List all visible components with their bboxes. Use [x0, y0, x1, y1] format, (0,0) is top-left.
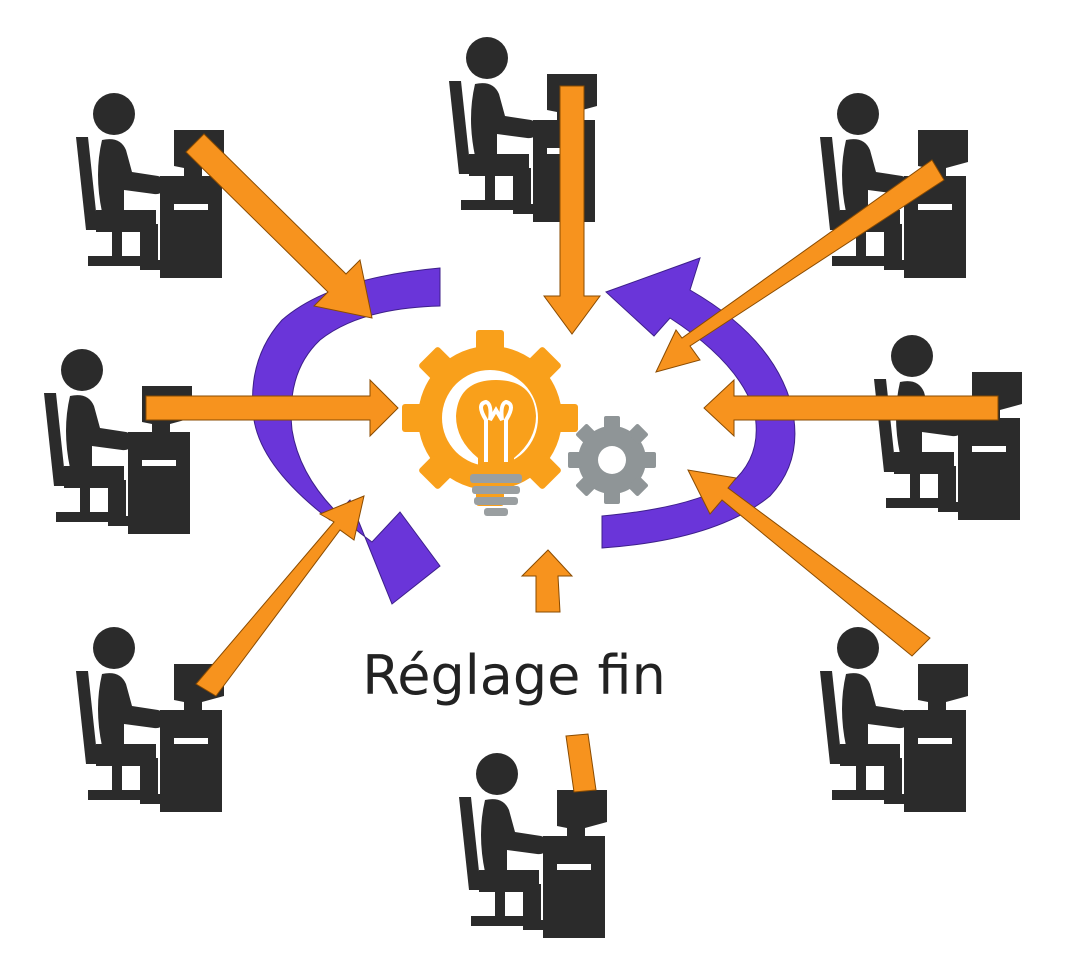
- diagram-title: Réglage fin: [362, 644, 666, 707]
- arrow-right: [703, 378, 999, 438]
- arrow-bottom-right: [687, 469, 931, 657]
- worker-top-right-icon: [820, 93, 968, 278]
- worker-left-icon: [44, 349, 192, 534]
- arrow-bottom-tail: [565, 733, 597, 793]
- worker-right-icon: [874, 335, 1022, 520]
- arrow-top: [543, 85, 601, 335]
- arrow-left: [145, 378, 399, 438]
- small-gear-icon: [568, 416, 656, 504]
- cycle-arrow-left: [252, 267, 441, 605]
- worker-top-left-icon: [76, 93, 224, 278]
- lightbulb-icon: [456, 380, 536, 516]
- worker-bottom-right-icon: [820, 627, 968, 812]
- arrow-bottom-left: [195, 495, 365, 697]
- arrow-top-left: [185, 133, 373, 319]
- arrow-top-right: [655, 159, 945, 373]
- arrow-bottom: [520, 549, 574, 613]
- worker-bottom-left-icon: [76, 627, 224, 812]
